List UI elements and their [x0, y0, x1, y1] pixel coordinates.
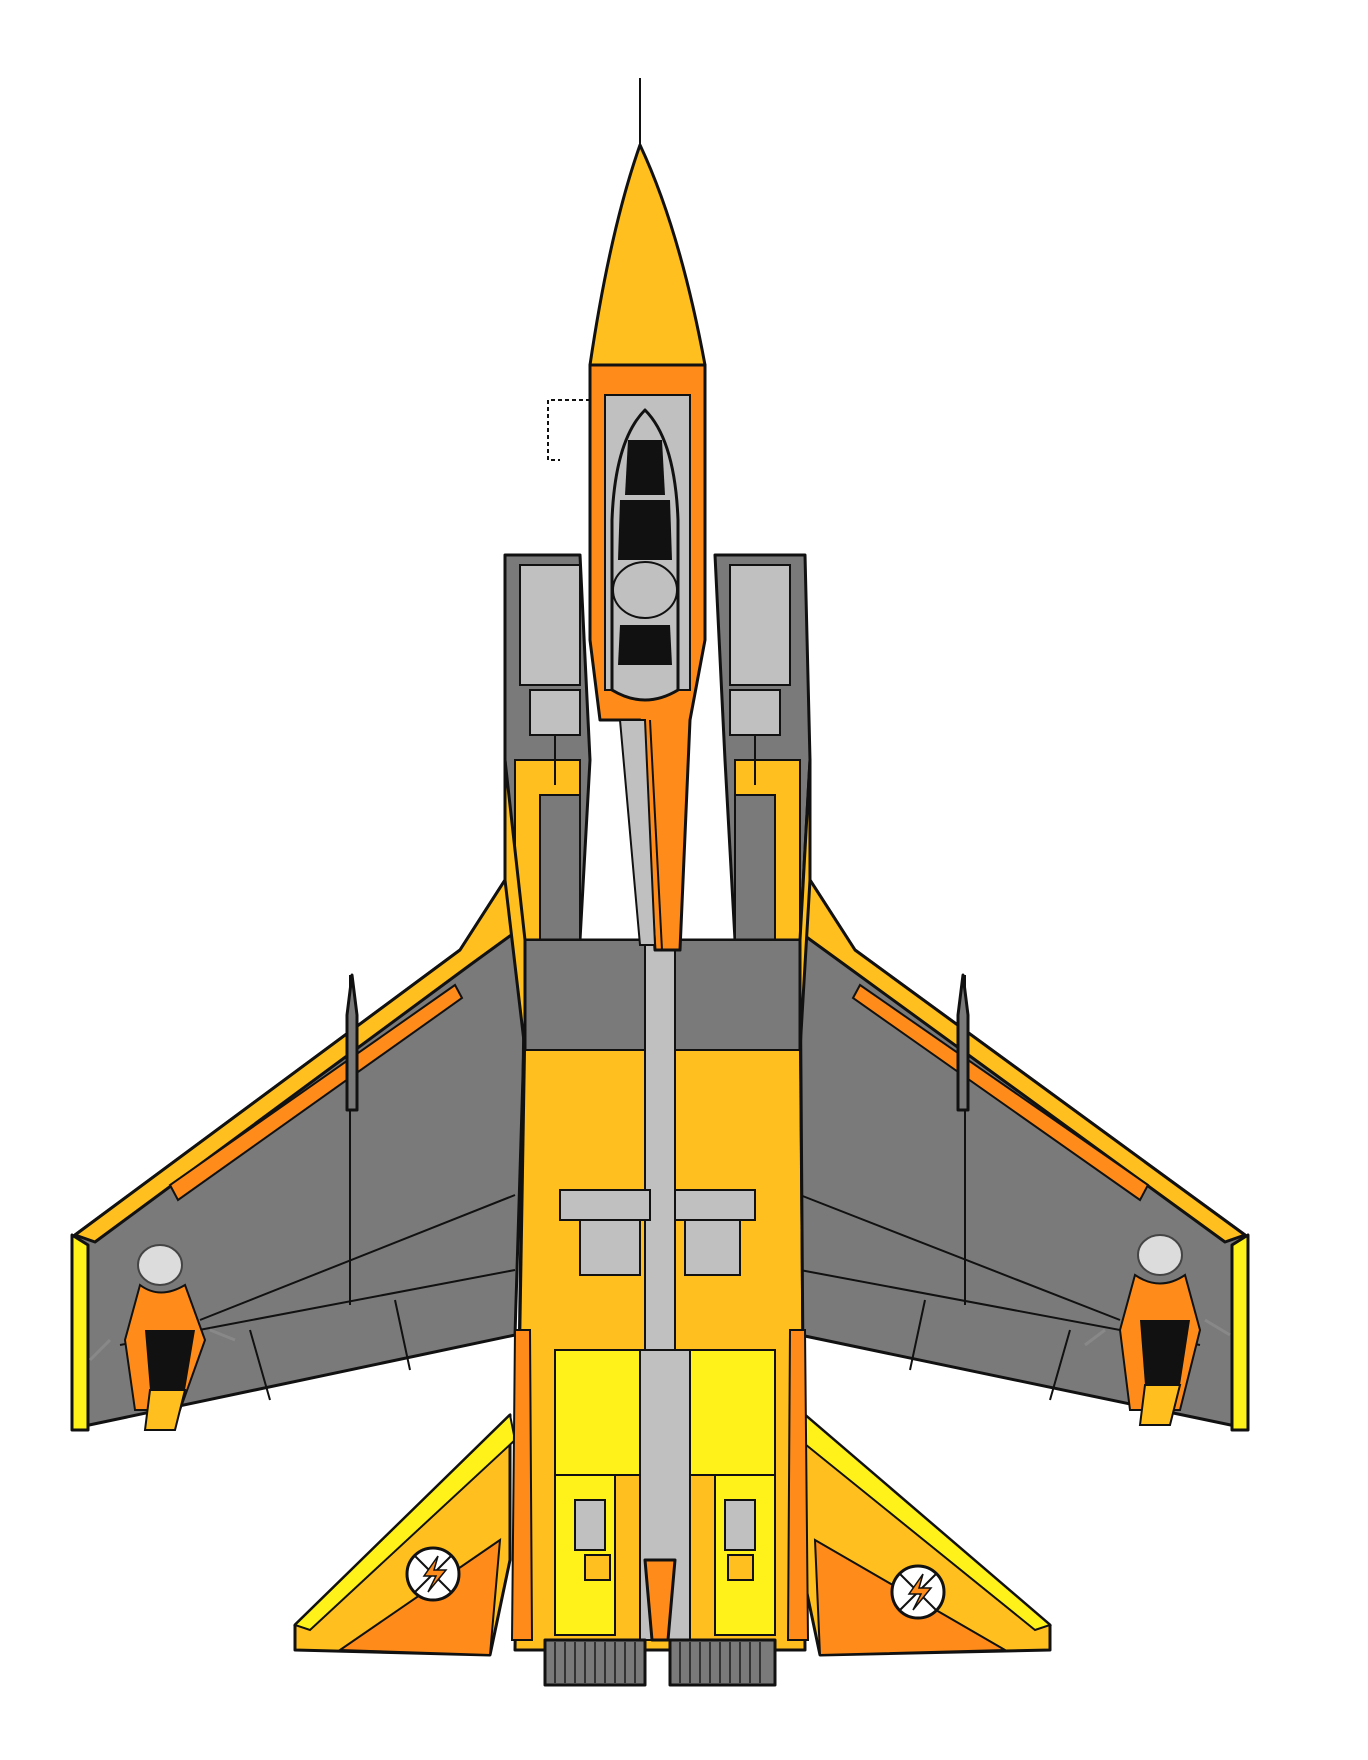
left-glove-body — [503, 758, 527, 1052]
left-intake — [503, 553, 592, 942]
right-nozzle — [668, 1638, 777, 1687]
left-wingtip — [70, 1233, 90, 1432]
right-intake-panel-2 — [729, 689, 781, 736]
left-missile — [345, 973, 359, 1112]
left-glove — [503, 758, 527, 1052]
fuselage — [510, 938, 810, 1652]
right-intake-gray-block — [734, 794, 776, 941]
front-seat — [618, 500, 672, 560]
left-nacelle-orange — [510, 1329, 534, 1641]
right-glove-body — [798, 758, 812, 1052]
front-seat-back — [625, 440, 665, 495]
left-intake-panel — [519, 564, 581, 686]
right-missile — [956, 973, 970, 1112]
pinup-figure-art — [1084, 1234, 1231, 1426]
right-wing-panel-line-2 — [799, 1194, 1121, 1321]
right-wingtip — [1230, 1233, 1250, 1432]
left-wing-panel-line-3 — [249, 1329, 271, 1401]
left-intake-panel-2 — [529, 689, 581, 736]
left-wing-leading-edge-stripe — [168, 983, 464, 1202]
pinup-figure-art — [88, 1244, 236, 1431]
left-intake-gray-block — [539, 794, 581, 941]
lightning-bolt-roundel-icon — [890, 1564, 946, 1620]
center-tail-cone — [643, 1558, 677, 1642]
right-glove — [798, 758, 812, 1052]
right-intake-panel — [729, 564, 791, 686]
nose-cone — [588, 143, 707, 367]
exhaust-nozzles — [543, 1558, 777, 1687]
right-intake — [713, 553, 812, 942]
canopy-frame — [612, 561, 678, 619]
refuel-probe — [547, 399, 590, 461]
right-wing-panel-line-3 — [1049, 1329, 1071, 1401]
spine-stripe — [649, 719, 663, 951]
left-wing-panel-line-4 — [394, 1299, 411, 1371]
rear-seat — [618, 625, 672, 665]
right-wing-panel-line-4 — [909, 1299, 926, 1371]
right-wing — [788, 878, 1250, 1432]
spine-gray — [618, 719, 657, 946]
right-wing-leading-edge-stripe — [851, 983, 1150, 1202]
right-tailplane — [798, 1413, 1052, 1657]
right-nacelle-orange — [786, 1329, 810, 1641]
lightning-bolt-roundel-icon — [405, 1546, 461, 1602]
left-wing-panel-line-2 — [199, 1194, 516, 1321]
left-wing — [70, 878, 527, 1432]
nose-section — [547, 78, 707, 952]
left-tailplane — [293, 1412, 517, 1657]
